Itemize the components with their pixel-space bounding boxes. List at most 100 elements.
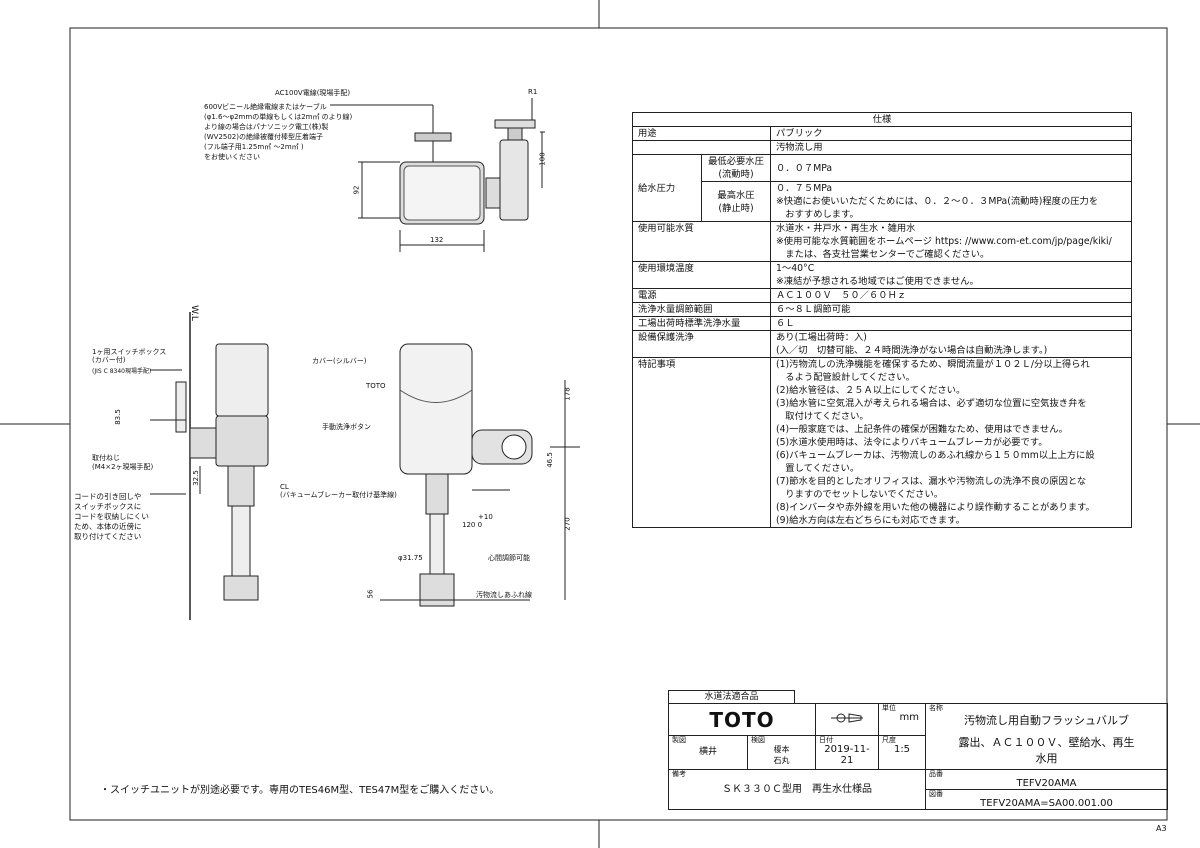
- date-label: 日付: [819, 736, 833, 744]
- scale-value: 1:5: [893, 744, 911, 755]
- cable-note-line: より線の場合はパナソニック電工(株)製: [204, 123, 329, 131]
- checked-value: 榎本: [773, 745, 790, 754]
- note-line: 取付けてください。: [776, 411, 869, 422]
- drawing-no-label: 図番: [929, 790, 943, 798]
- dim-92: 92: [352, 185, 361, 195]
- jis-label: (JIS C 8340現場手配): [92, 368, 152, 375]
- note-line: (4)一般家庭では、上記条件の確保が困難なため、使用はできません。: [776, 424, 1068, 435]
- date-value: 2019-11-21: [824, 744, 870, 766]
- drawn-value: 横井: [698, 747, 717, 757]
- note-line: (1)汚物流しの洗浄機能を確保するため、瞬間流量が１０２Ｌ/分以上得られ: [776, 359, 1090, 370]
- spec-label: 特記事項: [632, 357, 771, 528]
- note-line: (5)水道水使用時は、法令によりバキュームブレーカが必要です。: [776, 437, 1048, 448]
- spec-value: ０．７５MPa: [776, 183, 833, 194]
- spec-value: ６～８Ｌ調節可能: [770, 302, 1132, 317]
- cable-note: 600Vビニール絶縁電線またはケーブル (φ1.6～φ2mmの単線もしくは2m㎡…: [204, 102, 352, 162]
- toto-label: TOTO: [366, 382, 386, 390]
- spec-value: ６Ｌ: [770, 316, 1132, 331]
- mount-screw-label: 取付ねじ (M4×2ヶ現場手配): [92, 454, 153, 472]
- cl-label: CL: [280, 483, 289, 491]
- spec-value-block: あり(工場出荷時：入) (入／切 切替可能、２４時間洗浄がない場合は自動洗浄しま…: [770, 330, 1132, 358]
- spec-value: (入／切 切替可能、２４時間洗浄がない場合は自動洗浄します。): [776, 345, 1048, 356]
- dim-83-5: 83.5: [113, 409, 122, 425]
- title-block: TOTO 単位 mm 名称 汚物流し用自動フラッシュバルブ 露出、ＡＣ１００Ｖ、…: [668, 703, 1168, 810]
- dim-100: 100: [538, 152, 547, 166]
- cl-sub-label: (バキュームブレーカー取付け基準線): [280, 491, 397, 499]
- dim-46-5: 46.5: [545, 452, 554, 468]
- spec-label: 設備保護洗浄: [632, 330, 771, 358]
- drawn-cell: 製図 横井: [668, 735, 748, 770]
- spec-value: 水道水・井戸水・再生水・雑用水: [776, 223, 916, 234]
- dim-120-0: 120 0: [462, 521, 483, 529]
- brand-logo: TOTO: [668, 703, 816, 736]
- front-view-drawing: [380, 343, 580, 607]
- checked-label: 検図: [751, 736, 765, 744]
- ac-cable-label: AC100V電線(現場手配): [275, 89, 351, 97]
- note-line: (3)給水管に空気混入が考えられる場合は、必ず適切な位置に空気抜き弁を: [776, 398, 1087, 409]
- spec-label: 洗浄水量調節範囲: [632, 302, 771, 317]
- dim-31-75: φ31.75: [398, 554, 423, 562]
- checked-cell: 検図 榎本 石丸: [747, 735, 816, 770]
- spec-label: 使用環境温度: [632, 261, 771, 289]
- name-line: 露出、ＡＣ１００Ｖ、壁給水、再生: [958, 736, 1135, 749]
- cord-note: コードの引き回しや スイッチボックスに コードを収納しにくい ため、本体の近傍に…: [74, 492, 149, 542]
- spec-value-block: 1～40°C ※凍結が予想される地域ではご使用できません。: [770, 261, 1132, 289]
- cord-note-line: スイッチボックスに: [74, 502, 142, 511]
- brand-text: TOTO: [709, 707, 775, 732]
- mount-screw-line: (M4×2ヶ現場手配): [92, 463, 154, 471]
- mount-screw-line: 取付ねじ: [92, 454, 120, 462]
- top-view-drawing: [330, 98, 545, 252]
- sheet-size-label: A3: [1156, 824, 1167, 833]
- spec-value-block: 水道水・井戸水・再生水・雑用水 ※使用可能な水質範囲をホームページ https:…: [770, 221, 1132, 262]
- date-cell: 日付 2019-11-21: [815, 735, 879, 770]
- spec-value: パブリック: [770, 126, 1132, 141]
- spec-value: ※凍結が予想される地域ではご使用できません。: [776, 276, 979, 287]
- overflow-label: 汚物流しあふれ線: [476, 591, 532, 599]
- note-line: (9)給水方向は左右どちらにも対応できます。: [776, 515, 965, 526]
- dim-32-5: 32.5: [191, 470, 200, 486]
- spec-table: 仕様 用途 パブリック 汚物流し用 給水圧力 最低必要水圧 (流動時) ０．０７…: [632, 112, 1132, 528]
- cable-note-line: をお使いください: [204, 153, 260, 161]
- switch-box-line: (カバー付): [92, 356, 126, 364]
- note-line: (8)インバータや赤外線を用いた他の機器により誤作動することがあります。: [776, 502, 1095, 513]
- spec-value: おすすめします。: [776, 209, 859, 220]
- projection-symbol-icon: [815, 703, 879, 736]
- scale-cell: 尺度 1:5: [878, 735, 926, 770]
- manual-button-label: 手動洗浄ボタン: [322, 423, 371, 431]
- spec-value: または、各支社営業センターでご確認ください。: [776, 249, 990, 260]
- drawn-label: 製図: [672, 736, 686, 744]
- footer-note: ・スイッチユニットが別途必要です。専用のTES46M型、TES47M型をご購入く…: [100, 785, 500, 796]
- drawing-no-value: TEFV20AMA=SA00.001.00: [980, 798, 1113, 809]
- note-line: 置してください。: [776, 463, 860, 474]
- part-label: 品番: [929, 770, 943, 778]
- spec-label: 工場出荷時標準洗浄水量: [632, 316, 771, 331]
- name-label: 名称: [929, 704, 943, 712]
- note-line: るよう配管設計してください。: [776, 372, 915, 383]
- spec-label: 電源: [632, 288, 771, 303]
- note-line: りますのでセットしないでください。: [776, 489, 944, 500]
- dim-270: 270: [563, 517, 572, 531]
- name-line: 水用: [1035, 752, 1058, 765]
- spec-value: ※使用可能な水質範囲をホームページ https: //www.com-et.co…: [776, 236, 1112, 247]
- dim-132: 132: [430, 236, 444, 244]
- cord-note-line: ため、本体の近傍に: [74, 522, 142, 531]
- cord-note-line: コードを収納しにくい: [74, 512, 149, 521]
- cable-note-line: (WV2502)の絶縁被覆付棒型圧着端子: [204, 133, 323, 141]
- part-cell: 品番 TEFV20AMA: [925, 769, 1168, 790]
- center-adjust-label: 心間調節可能: [488, 554, 530, 562]
- cord-note-line: コードの引き回しや: [74, 492, 142, 501]
- spec-sublabel: 最高水圧 (静止時): [701, 181, 771, 222]
- name-cell: 名称 汚物流し用自動フラッシュバルブ 露出、ＡＣ１００Ｖ、壁給水、再生 水用: [925, 703, 1168, 770]
- unit-cell: 単位 mm: [878, 703, 926, 736]
- spec-value: ０．０７MPa: [770, 154, 1132, 182]
- spec-header: 仕様: [632, 112, 1132, 127]
- remarks-value: ＳＫ３３０Ｃ型用 再生水仕様品: [722, 784, 872, 795]
- spec-sublabel: 最低必要水圧 (流動時): [701, 154, 771, 182]
- remarks-label: 備考: [672, 770, 686, 778]
- remarks-cell: 備考 ＳＫ３３０Ｃ型用 再生水仕様品: [668, 769, 926, 810]
- part-value: TEFV20AMA: [1016, 778, 1077, 789]
- note-line: (7)節水を目的としたオリフィスは、漏水や汚物流しの洗浄不良の原因とな: [776, 476, 1087, 487]
- switch-box-label: 1ヶ用スイッチボックス (カバー付): [92, 348, 166, 364]
- switch-box-line: 1ヶ用スイッチボックス: [92, 348, 167, 356]
